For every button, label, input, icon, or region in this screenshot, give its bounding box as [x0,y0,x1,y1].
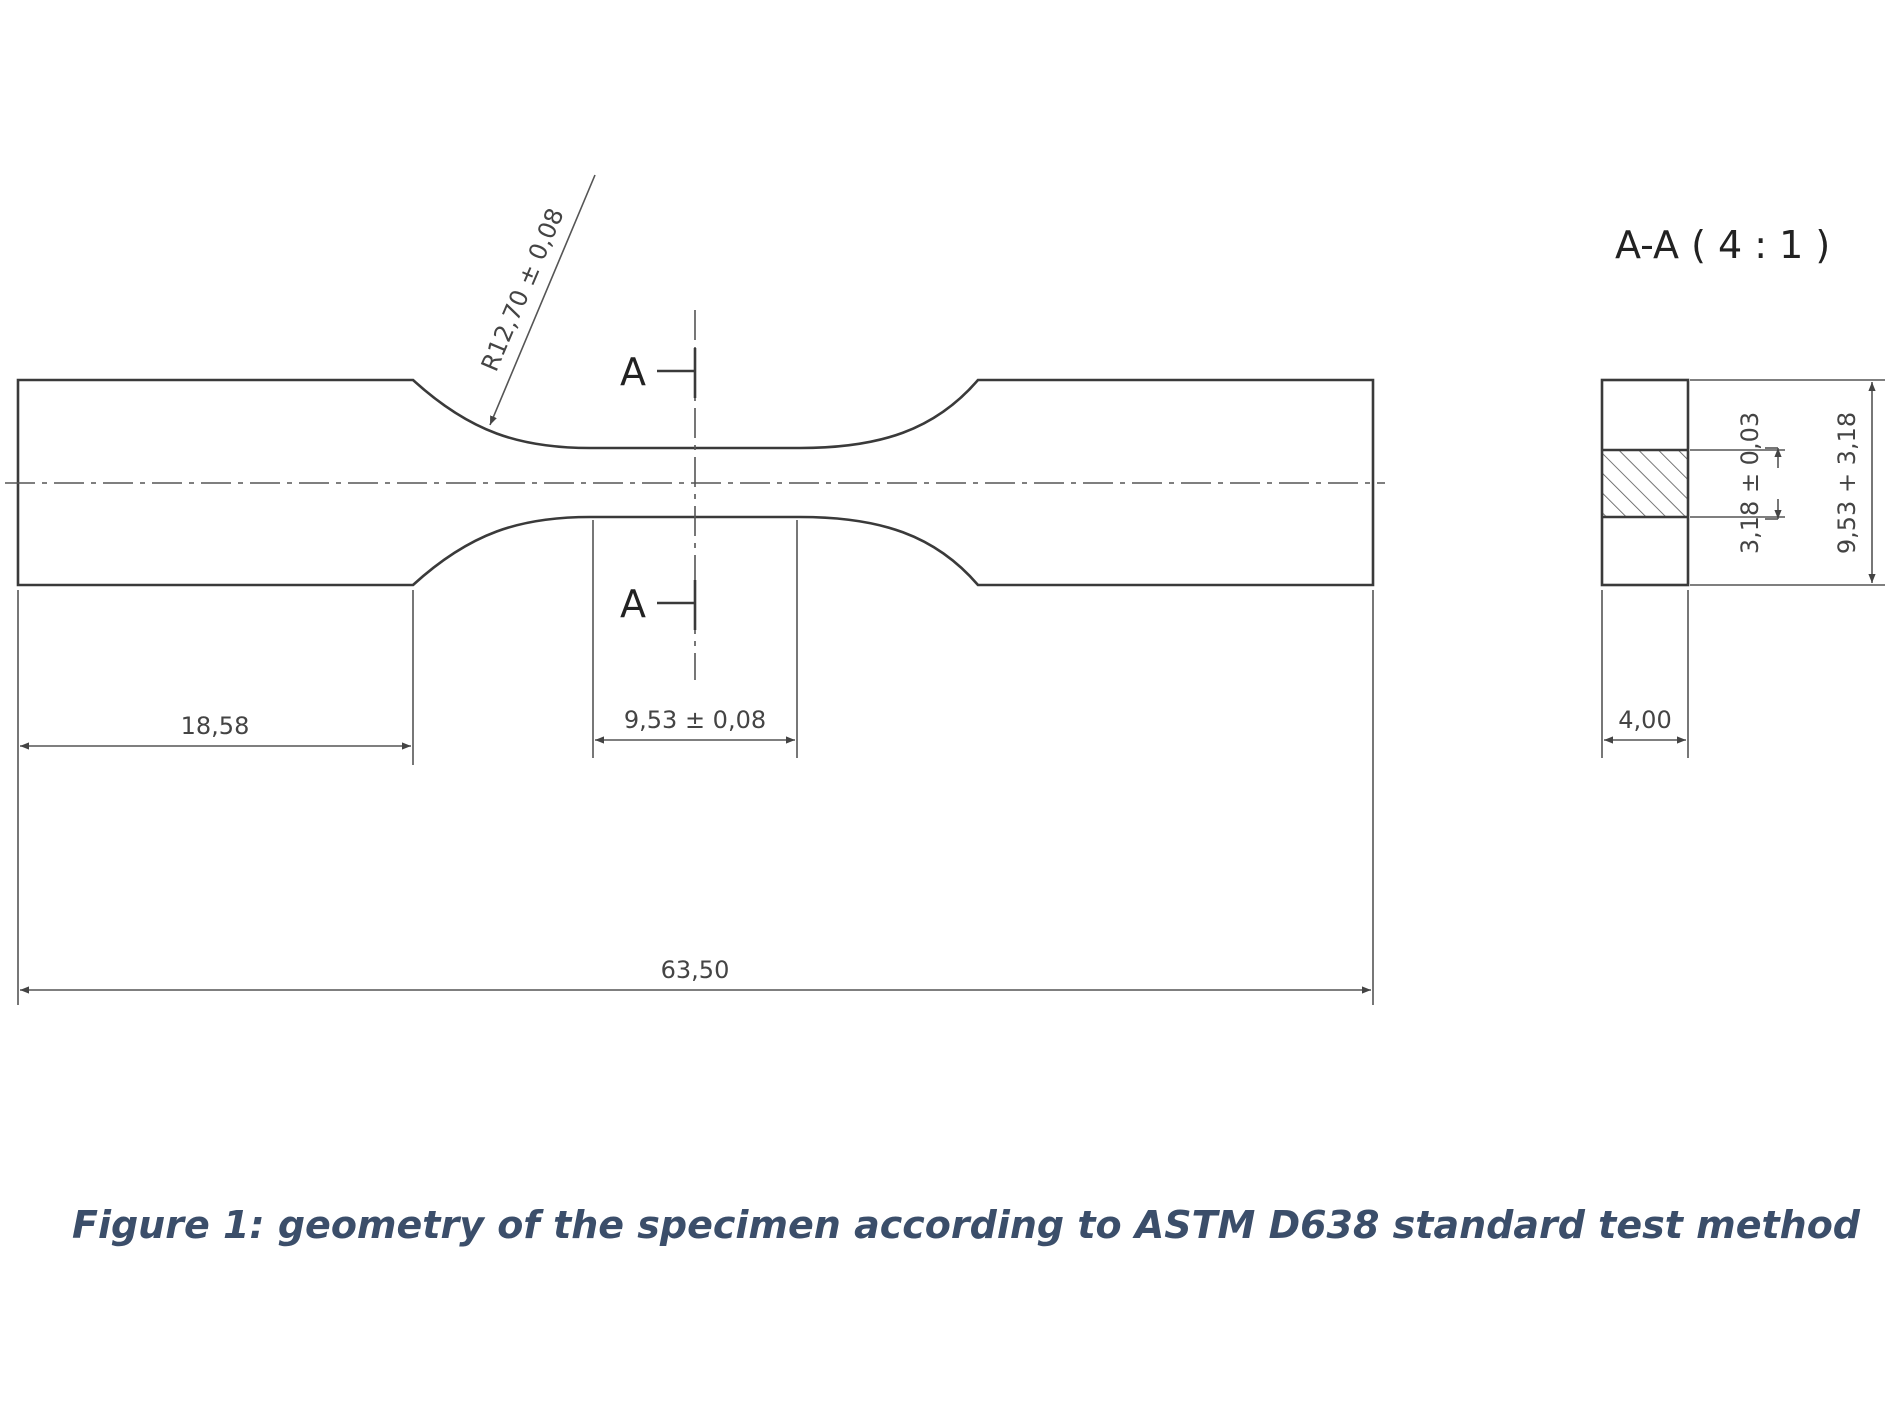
svg-text:9,53 + 3,18: 9,53 + 3,18 [1833,412,1861,554]
figure-caption: Figure 1: geometry of the specimen accor… [72,1203,1861,1247]
svg-text:9,53 ± 0,08: 9,53 ± 0,08 [624,706,766,734]
svg-text:4,00: 4,00 [1618,706,1671,734]
section-marker-bottom: A [620,580,697,630]
grip-length-dimension: 18,58 [17,590,414,1005]
narrow-width-dimension: 3,18 ± 0,03 [1690,412,1785,554]
total-width-dimension: 9,53 + 3,18 [1690,379,1885,586]
section-view [1600,378,1690,587]
specimen-outline [16,378,1375,587]
svg-text:R12,70 ± 0,08: R12,70 ± 0,08 [476,204,570,375]
svg-text:63,50: 63,50 [661,956,730,984]
radius-dimension: R12,70 ± 0,08 [476,174,596,426]
gauge-width-dimension: 9,53 ± 0,08 [592,520,798,758]
svg-text:A: A [620,350,646,394]
svg-text:A: A [620,582,646,626]
section-marker-top: A [620,348,697,398]
section-view-title: A-A ( 4 : 1 ) [1615,223,1830,267]
svg-text:18,58: 18,58 [181,712,250,740]
svg-text:3,18 ± 0,03: 3,18 ± 0,03 [1736,412,1764,554]
thickness-dimension: 4,00 [1601,590,1689,758]
overall-length-dimension: 63,50 [20,590,1374,1005]
